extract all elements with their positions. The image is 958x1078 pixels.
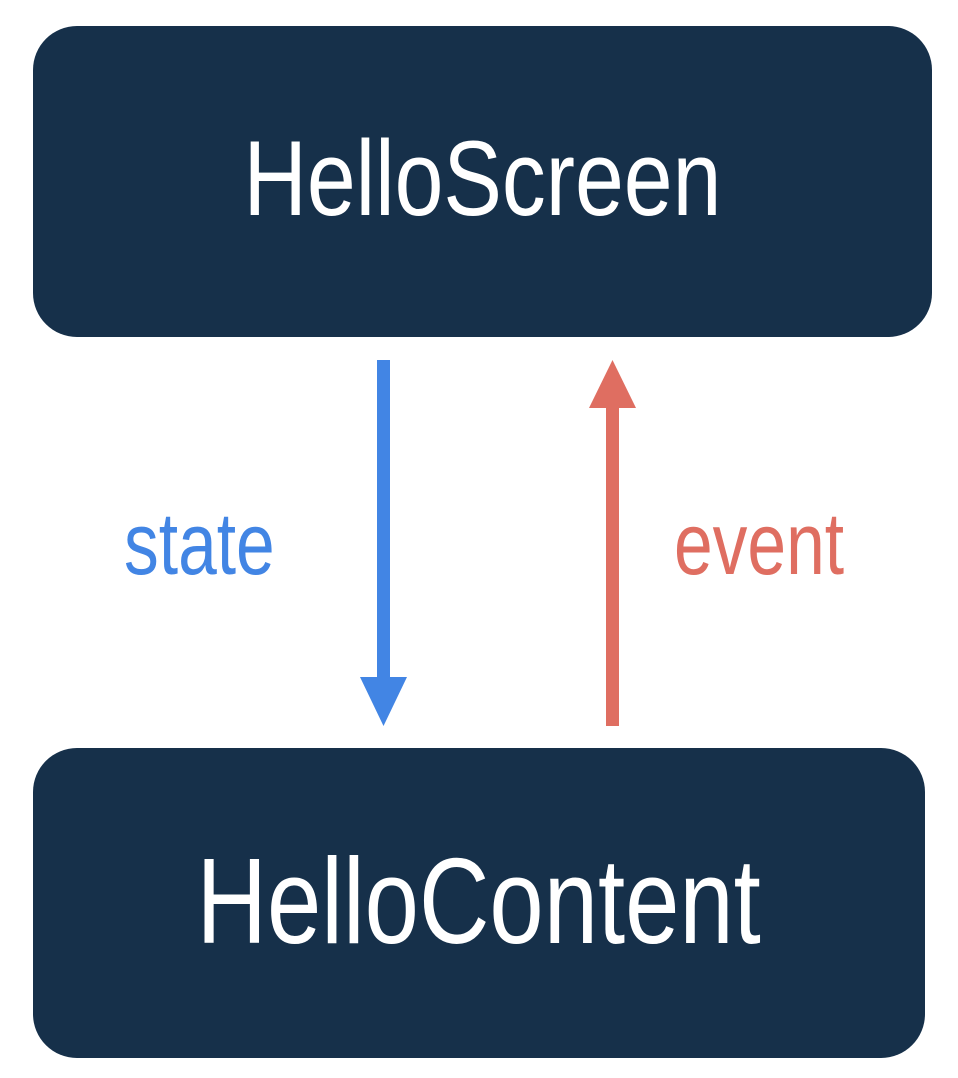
- node-hello-content[interactable]: HelloContent: [33, 748, 925, 1058]
- edge-label-state: state: [124, 494, 275, 593]
- node-hello-content-label: HelloContent: [196, 833, 762, 969]
- node-hello-screen[interactable]: HelloScreen: [33, 26, 932, 337]
- state-arrow: [360, 360, 407, 726]
- node-hello-screen-label: HelloScreen: [243, 118, 722, 238]
- event-arrow: [589, 360, 636, 726]
- edge-label-event: event: [674, 494, 845, 593]
